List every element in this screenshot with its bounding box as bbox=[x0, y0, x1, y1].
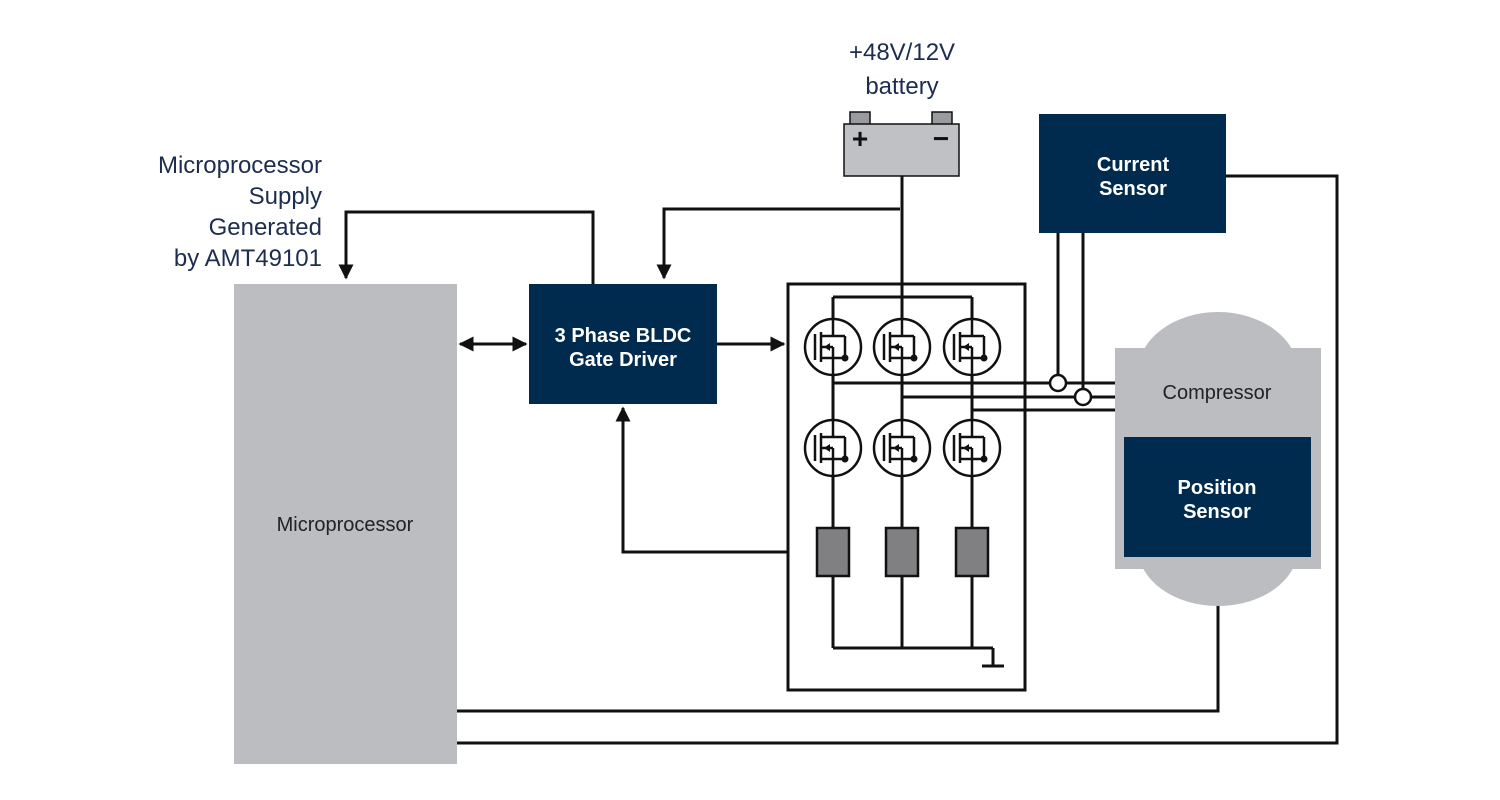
mosfet-icon bbox=[803, 317, 863, 377]
supply-note: Microprocessor Supply Generated by AMT49… bbox=[158, 152, 322, 272]
current-sensor-label-line-2: Sensor bbox=[1099, 178, 1167, 200]
position-sensor-block bbox=[1124, 437, 1311, 557]
mosfet-icon bbox=[872, 418, 932, 478]
position-sensor-label-line-1: Position bbox=[1178, 477, 1257, 499]
battery-label-line-2: battery bbox=[865, 73, 938, 100]
mosfet-icon bbox=[872, 317, 932, 377]
current-sensor-label-line-1: Current bbox=[1097, 154, 1170, 176]
microprocessor-block bbox=[234, 284, 457, 764]
gate-driver-label-line-1: 3 Phase BLDC bbox=[555, 325, 692, 347]
supply-note-line-3: Generated bbox=[209, 214, 322, 241]
mosfet-group bbox=[803, 317, 1002, 478]
battery-plus-icon: + bbox=[852, 123, 868, 154]
supply-note-line-2: Supply bbox=[249, 183, 322, 210]
mosfet-icon bbox=[942, 418, 1002, 478]
compressor-label: Compressor bbox=[1163, 382, 1272, 404]
mosfet-icon bbox=[942, 317, 1002, 377]
shunt-resistor-group bbox=[815, 526, 990, 578]
supply-note-line-1: Microprocessor bbox=[158, 152, 322, 179]
gate-driver-block bbox=[529, 284, 717, 404]
wires bbox=[338, 174, 1339, 745]
mosfet-icon bbox=[803, 418, 863, 478]
gate-driver-label-line-2: Gate Driver bbox=[569, 349, 677, 371]
shunt-resistor-icon bbox=[815, 526, 851, 578]
battery-label-line-1: +48V/12V bbox=[849, 39, 955, 66]
battery-minus-icon: − bbox=[933, 123, 949, 154]
inverter-bridge bbox=[786, 282, 1027, 692]
shunt-resistor-icon bbox=[954, 526, 990, 578]
supply-note-line-4: by AMT49101 bbox=[174, 245, 322, 272]
position-sensor-label-line-2: Sensor bbox=[1183, 501, 1251, 523]
current-sense-ring bbox=[1073, 387, 1093, 407]
microprocessor-label: Microprocessor bbox=[277, 514, 414, 536]
current-sense-ring bbox=[1048, 373, 1068, 393]
shunt-resistor-icon bbox=[884, 526, 920, 578]
current-sensor-block bbox=[1039, 114, 1226, 233]
battery-icon: + − bbox=[843, 111, 960, 177]
